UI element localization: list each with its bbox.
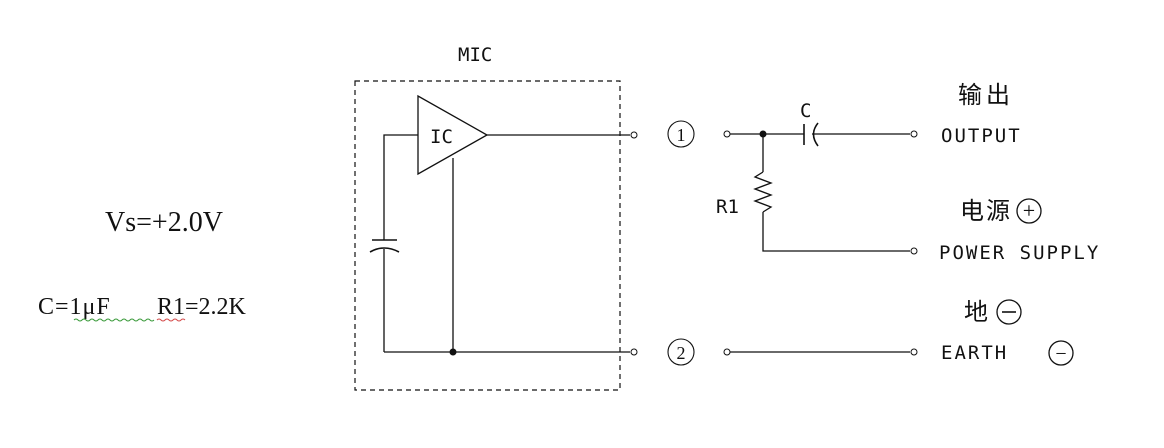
terminal-earth-inner <box>630 348 638 356</box>
spellcheck-squiggle-green <box>73 318 155 322</box>
mic-capacitor-plate-bottom <box>369 247 400 253</box>
plus-symbol: + <box>1023 198 1035 223</box>
output-label: OUTPUT <box>941 125 1022 147</box>
terminal-output <box>910 130 918 138</box>
terminal-power <box>910 247 918 255</box>
r1-spec: R1=2.2K <box>157 294 247 320</box>
plus-circle <box>1016 198 1042 224</box>
capacitor-label: C <box>800 100 811 122</box>
pin-2-number: 2 <box>677 343 686 363</box>
earth-label: EARTH <box>941 342 1008 364</box>
terminal-out-outer <box>723 130 731 138</box>
resistor-label: R1 <box>716 196 739 218</box>
ic-input-wire <box>383 134 418 240</box>
mic-label: MIC <box>458 44 492 66</box>
power-label-cn: 电源 <box>960 197 1012 225</box>
minus-circle-bottom <box>1048 340 1074 366</box>
output-label-cn: 输出 <box>958 81 1014 109</box>
ic-label: IC <box>430 126 453 148</box>
terminal-earth <box>910 348 918 356</box>
power-label: POWER SUPPLY <box>939 242 1100 264</box>
ground-junction-dot <box>449 348 457 356</box>
spellcheck-squiggle-red <box>156 318 186 322</box>
pin-1-number: 1 <box>677 125 686 145</box>
minus-symbol-bottom: − <box>1055 343 1066 365</box>
terminal-earth-outer <box>723 348 731 356</box>
resistor-r1 <box>753 171 773 213</box>
minus-circle-top <box>996 299 1022 325</box>
vs-spec: Vs=+2.0V <box>105 207 223 238</box>
terminal-out-inner <box>630 131 638 139</box>
pin-1-circle <box>667 120 695 148</box>
earth-label-cn: 地 <box>964 298 988 326</box>
c-spec: C=1μF <box>38 294 111 320</box>
resistor-wire-bottom <box>762 212 910 252</box>
mic-boundary <box>354 80 621 391</box>
pin-2-circle <box>667 338 695 366</box>
